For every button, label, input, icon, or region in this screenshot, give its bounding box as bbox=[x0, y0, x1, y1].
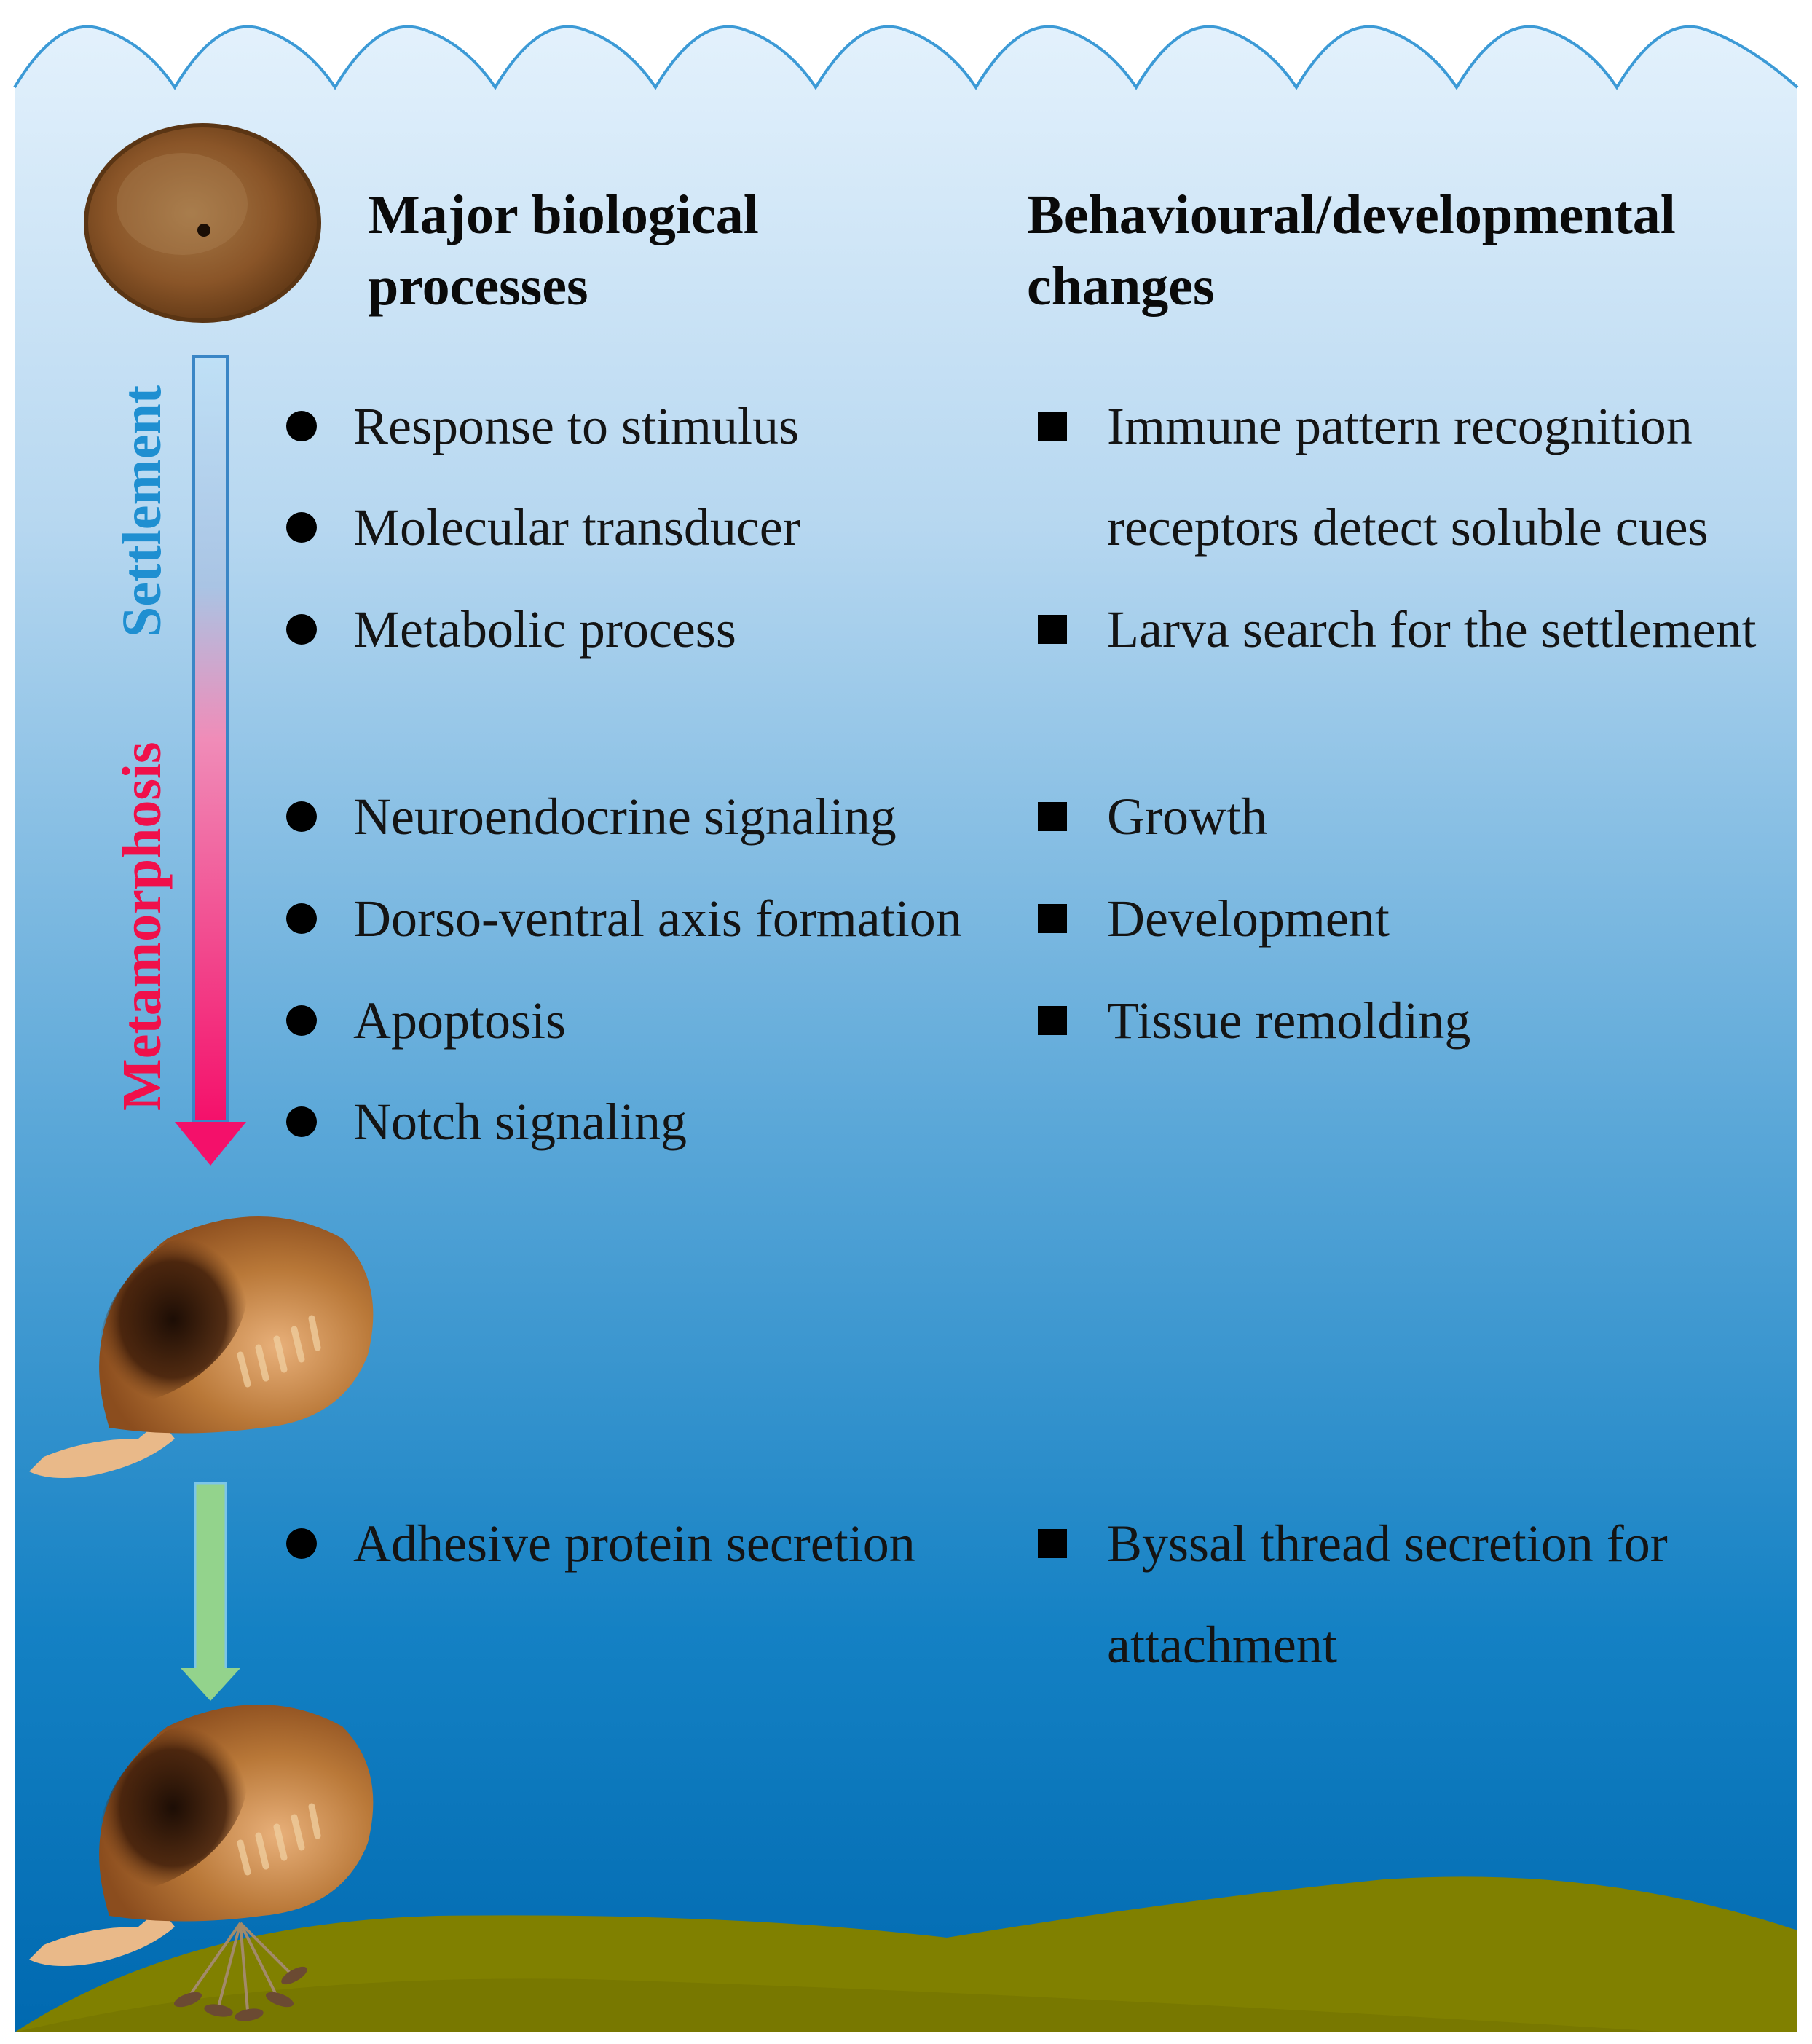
stage-arrow bbox=[175, 355, 246, 1166]
seabed-highlight bbox=[15, 1978, 1675, 2032]
process-bullet bbox=[286, 903, 317, 934]
change-bullet bbox=[1038, 1006, 1067, 1035]
wave-line bbox=[13, 25, 1799, 90]
process-item: Dorso-ventral axis formation bbox=[353, 889, 962, 948]
processes-heading-line2: processes bbox=[368, 256, 588, 317]
change-item: Larva search for the settlement bbox=[1107, 600, 1757, 659]
metamorphosis-label: Metamorphosis bbox=[111, 742, 173, 1111]
process-bullet bbox=[286, 801, 317, 832]
process-bullet bbox=[286, 411, 317, 441]
change-bullet bbox=[1038, 615, 1067, 644]
change-bullet bbox=[1038, 412, 1067, 441]
process-bullet bbox=[286, 1106, 317, 1137]
change-item-continuation: attachment bbox=[1107, 1616, 1337, 1674]
change-item: Development bbox=[1107, 889, 1390, 948]
changes-heading: Behavioural/developmental changes bbox=[1027, 179, 1676, 322]
water-body bbox=[15, 26, 1797, 2032]
process-item: Notch signaling bbox=[353, 1093, 687, 1151]
settlement-label: Settlement bbox=[111, 385, 173, 637]
changes-heading-line1: Behavioural/developmental bbox=[1027, 184, 1676, 245]
process-item: Adhesive protein secretion bbox=[353, 1514, 915, 1573]
processes-heading-line1: Major biological bbox=[368, 184, 759, 245]
attached-larva-image bbox=[29, 1705, 374, 2021]
process-item: Metabolic process bbox=[353, 600, 736, 659]
process-item: Neuroendocrine signaling bbox=[353, 787, 897, 846]
green-arrow bbox=[181, 1482, 240, 1701]
change-item: Tissue remolding bbox=[1107, 991, 1471, 1050]
process-bullet bbox=[286, 614, 317, 645]
pediveliger-larva-image bbox=[29, 1216, 374, 1478]
process-item: Apoptosis bbox=[353, 991, 567, 1050]
change-bullet bbox=[1038, 802, 1067, 831]
processes-heading: Major biological processes bbox=[368, 179, 759, 322]
change-item: Growth bbox=[1107, 787, 1267, 846]
change-bullet bbox=[1038, 1529, 1067, 1558]
process-item: Molecular transducer bbox=[353, 498, 800, 557]
change-item: Immune pattern recognition bbox=[1107, 397, 1693, 455]
process-bullet bbox=[286, 512, 317, 543]
process-bullet bbox=[286, 1005, 317, 1036]
change-item-continuation: receptors detect soluble cues bbox=[1107, 498, 1709, 557]
veliger-larva-image bbox=[84, 123, 321, 323]
process-item: Response to stimulus bbox=[353, 397, 800, 455]
change-item: Byssal thread secretion for bbox=[1107, 1514, 1668, 1573]
process-bullet bbox=[286, 1528, 317, 1559]
changes-heading-line2: changes bbox=[1027, 256, 1215, 317]
change-bullet bbox=[1038, 904, 1067, 933]
